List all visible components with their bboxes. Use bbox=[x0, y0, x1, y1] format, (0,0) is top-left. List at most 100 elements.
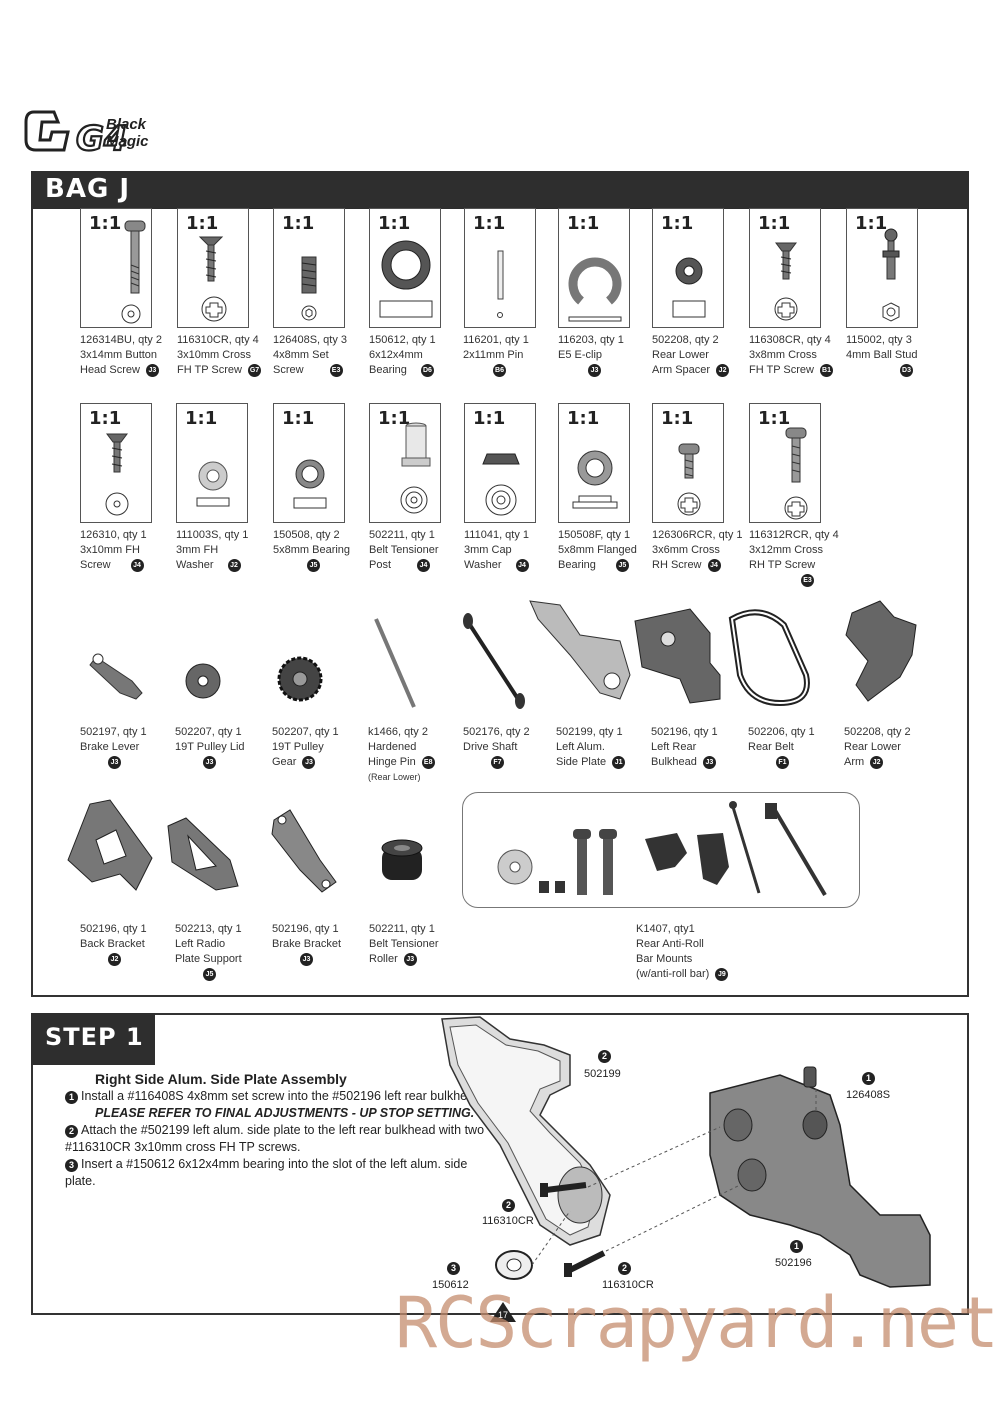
scale-label: 1:1 bbox=[567, 213, 600, 234]
step-heading: Right Side Alum. Side Plate Assembly bbox=[95, 1071, 347, 1087]
bulkhead-exploded-icon bbox=[709, 1066, 931, 1288]
part-card-116203: 1:1 bbox=[558, 208, 630, 328]
callout-label-116310CR-top: 116310CR bbox=[482, 1215, 534, 1227]
part-card-116201: 1:1 bbox=[464, 208, 536, 328]
washer-icon bbox=[196, 461, 230, 507]
cap-washer-icon bbox=[482, 453, 520, 516]
callout-label-502199: 502199 bbox=[584, 1068, 621, 1080]
round-head-screw-icon bbox=[784, 427, 808, 520]
bulkhead-icon bbox=[634, 608, 721, 704]
scale-label: 1:1 bbox=[378, 408, 411, 429]
scale-label: 1:1 bbox=[758, 213, 791, 234]
part-card-116308CR: 1:1 bbox=[749, 208, 821, 328]
bag-title: BAG J bbox=[45, 174, 131, 204]
pin-icon bbox=[497, 250, 504, 318]
part-card-502211-post: 1:1 bbox=[369, 403, 441, 523]
rear-belt-icon bbox=[728, 609, 810, 707]
row4-parts-illustrations bbox=[67, 799, 423, 893]
page-number: 17 bbox=[490, 1302, 516, 1322]
scale-label: 1:1 bbox=[758, 408, 791, 429]
bearing-icon bbox=[379, 240, 433, 318]
scale-label: 1:1 bbox=[282, 408, 315, 429]
scale-label: 1:1 bbox=[661, 213, 694, 234]
e-clip-icon bbox=[568, 257, 622, 322]
callout-502199: 2 bbox=[598, 1050, 611, 1063]
side-plate-exploded-icon bbox=[441, 1016, 611, 1246]
step-tab: STEP 1 bbox=[31, 1013, 155, 1065]
callout-502196: 1 bbox=[790, 1240, 803, 1253]
scale-label: 1:1 bbox=[89, 408, 122, 429]
scale-label: 1:1 bbox=[282, 213, 315, 234]
flanged-bearing-icon bbox=[572, 450, 618, 509]
part-card-126314BU: 1:1 bbox=[80, 208, 152, 328]
scale-label: 1:1 bbox=[661, 408, 694, 429]
watermark: RCScrapyard.net bbox=[395, 1282, 999, 1364]
bearing-exploded-icon bbox=[495, 1250, 533, 1280]
spacer-icon bbox=[672, 257, 706, 318]
logo-text: Black Magic bbox=[106, 116, 149, 150]
bag-header-bar: BAG J bbox=[31, 171, 969, 209]
part-card-126306RCR: 1:1 bbox=[652, 403, 724, 523]
part-card-150508: 1:1 bbox=[273, 403, 345, 523]
side-plate-icon bbox=[529, 600, 631, 700]
part-card-111041: 1:1 bbox=[464, 403, 536, 523]
instruction-2: Attach the #502199 left alum. side plate… bbox=[65, 1123, 485, 1154]
scale-label: 1:1 bbox=[855, 213, 888, 234]
bullet-3: 3 bbox=[65, 1159, 78, 1172]
instruction-3: Insert a #150612 6x12x4mm bearing into t… bbox=[65, 1157, 468, 1188]
tensioner-roller-icon bbox=[381, 839, 423, 880]
assembly-diagram bbox=[441, 1016, 931, 1288]
scale-label: 1:1 bbox=[186, 213, 219, 234]
flat-head-screw-icon bbox=[774, 242, 798, 321]
round-head-screw-icon bbox=[677, 443, 701, 516]
row3-parts-illustrations bbox=[89, 600, 917, 709]
button-head-screw-icon bbox=[121, 220, 146, 324]
flat-head-screw-icon bbox=[198, 236, 227, 322]
set-screw-icon bbox=[301, 256, 317, 321]
part-card-126408S: 1:1 bbox=[273, 208, 345, 328]
scale-label: 1:1 bbox=[89, 213, 122, 234]
flat-head-screw-icon bbox=[105, 433, 129, 516]
screw-icons bbox=[540, 1182, 606, 1277]
part-card-150508F: 1:1 bbox=[558, 403, 630, 523]
anti-roll-bar-mounts-icon bbox=[497, 801, 827, 897]
scale-label: 1:1 bbox=[473, 408, 506, 429]
part-card-111003S: 1:1 bbox=[176, 403, 248, 523]
brake-lever-icon bbox=[89, 653, 143, 700]
brand-logo: G4 Black Magic bbox=[24, 100, 184, 160]
scale-label: 1:1 bbox=[185, 408, 218, 429]
instruction-1: Install a #116408S 4x8mm set screw into … bbox=[81, 1089, 485, 1103]
page-triangle-icon bbox=[490, 1302, 516, 1322]
hinge-pin-icon bbox=[374, 618, 416, 708]
part-card-116312RCR: 1:1 bbox=[749, 403, 821, 523]
rear-lower-arm-icon bbox=[845, 600, 917, 702]
callout-150612: 3 bbox=[447, 1262, 460, 1275]
callout-116310CR-top: 2 bbox=[502, 1199, 515, 1212]
callout-label-150612: 150612 bbox=[432, 1279, 469, 1291]
scale-label: 1:1 bbox=[567, 408, 600, 429]
part-card-502208-spacer: 1:1 bbox=[652, 208, 724, 328]
bearing-icon bbox=[293, 459, 327, 509]
